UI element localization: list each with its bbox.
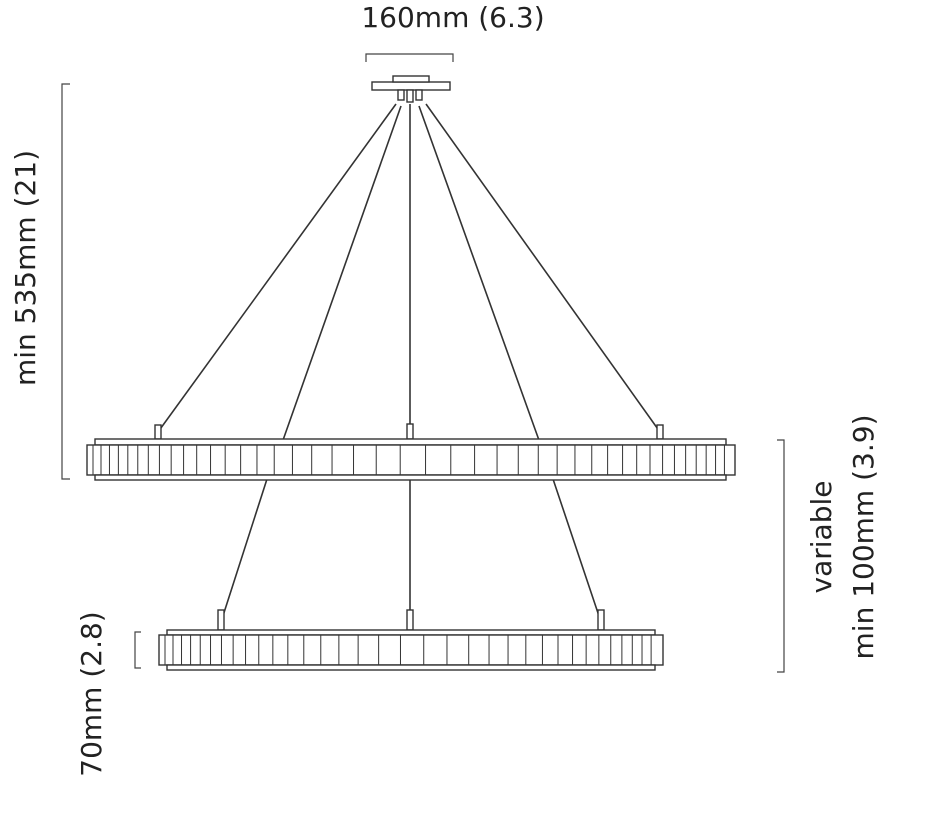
ring-gap-label: min 100mm (3.9) [847, 415, 880, 660]
lower-ring [158, 629, 664, 671]
ring-height-label: 70mm (2.8) [75, 611, 108, 776]
canopy-width-label: 160mm (6.3) [361, 1, 544, 34]
ceiling-canopy [371, 75, 451, 103]
ring-height-bracket [134, 631, 141, 669]
suspension-cables [154, 103, 664, 631]
variable-label: variable [805, 481, 838, 594]
upper-ring [86, 438, 736, 481]
canopy-width-bracket [365, 53, 454, 62]
ring-gap-bracket [777, 439, 785, 673]
min-drop-label: min 535mm (21) [9, 150, 42, 386]
min-drop-bracket [61, 83, 70, 480]
